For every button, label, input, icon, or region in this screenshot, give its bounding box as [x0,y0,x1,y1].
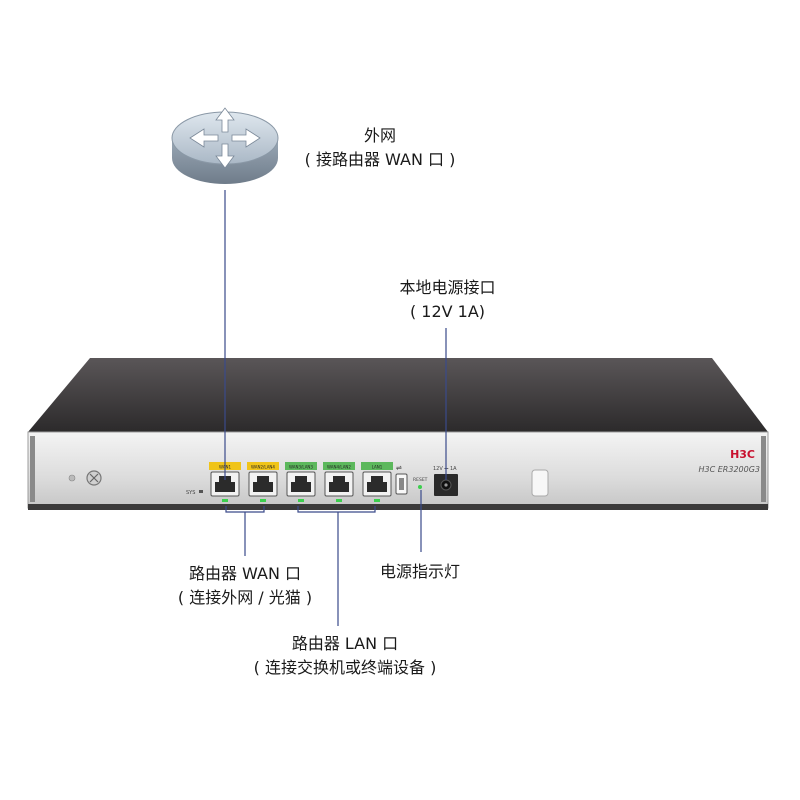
wan-port-label-line2: ( 连接外网 / 光猫 ) [177,588,313,607]
port-led [336,499,342,502]
port-led [374,499,380,502]
port-tag [285,462,317,470]
internet-label-line1: 外网 [363,126,396,145]
power-port-label-line1: 本地电源接口 [399,278,496,297]
handle [531,469,549,497]
port-tag-label: WAN3/LAN3 [289,465,313,470]
port-socket [215,476,235,492]
power-port-label-line2: ( 12V 1A) [409,302,486,321]
port-socket [367,476,387,492]
port-tag-label: WAN4/LAN2 [327,465,351,470]
ethernet-port-3: WAN3/LAN3 [285,462,317,502]
power-led-label-line1: 电源指示灯 [379,562,460,581]
usb-port: ⇌ [395,464,408,495]
port-socket [329,476,349,492]
port-tag-label: LAN1 [372,465,383,470]
port-tag-label: WAN2/LAN4 [251,465,275,470]
port-socket [253,476,273,492]
internet-label: 外网 ( 接路由器 WAN 口 ) [290,124,470,172]
ethernet-port-5: LAN1 [361,462,393,502]
port-tag [323,462,355,470]
power-led [418,485,422,489]
ethernet-port-2: WAN2/LAN4 [247,462,279,502]
callout-lines [224,190,447,626]
usb-icon: ⇌ [396,464,402,472]
port-led [298,499,304,502]
power-jack-label: 12V ⎓ 1A [433,466,457,472]
lan-port-label-line2: ( 连接交换机或终端设备 ) [253,658,437,677]
wan-port-label-line1: 路由器 WAN 口 [188,564,302,583]
reset-label: RESET [413,477,428,483]
power-led-label: 电源指示灯 [360,560,480,584]
ground-screw-icon [86,470,102,486]
lan-port-label: 路由器 LAN 口 ( 连接交换机或终端设备 ) [225,632,465,680]
model-label: H3C ER3200G3 [699,465,761,474]
port-led [222,499,228,502]
power-port-label: 本地电源接口 ( 12V 1A) [380,276,515,324]
port-tag [247,462,279,470]
internet-label-line2: ( 接路由器 WAN 口 ) [304,150,456,169]
port-socket [291,476,311,492]
router-icon [171,107,279,184]
wan-port-label: 路由器 WAN 口 ( 连接外网 / 光猫 ) [150,562,340,610]
port-led [260,499,266,502]
sys-label: SYS [186,490,195,496]
port-tag [361,462,393,470]
brand-logo: H3C [730,448,755,461]
ethernet-port-4: WAN4/LAN2 [323,462,355,502]
lan-port-label-line1: 路由器 LAN 口 [291,634,399,653]
